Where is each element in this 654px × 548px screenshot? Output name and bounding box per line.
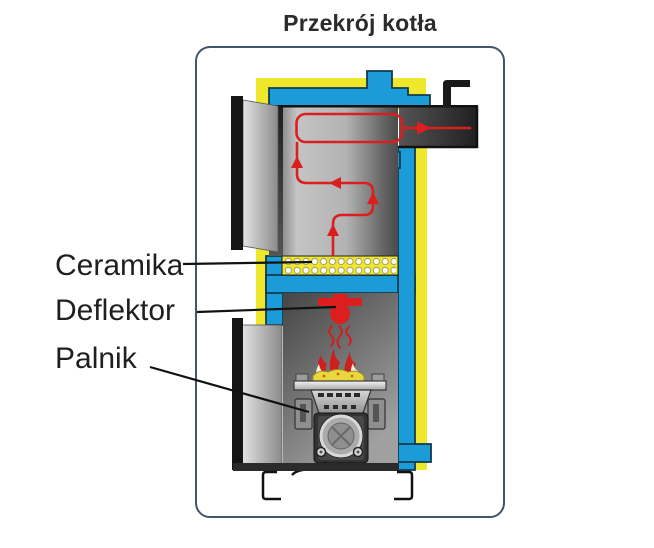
label-deflector: Deflektor [55,294,176,327]
boiler-feet [261,470,414,501]
label-burner: Palnik [55,342,137,375]
bracket-slot-right [373,404,379,422]
upper-door-handle-bar [231,96,243,250]
water-jacket-right [397,146,416,471]
fuel-embers [322,372,354,378]
flue-arrows [291,121,431,236]
lower-door [232,318,283,470]
foot-left [261,470,281,501]
leader-deflector [196,305,337,314]
arrow-up-3 [291,156,303,168]
diagram-title: Przekrój kotła [283,10,437,36]
burner-air-holes [318,393,360,409]
leader-burner [149,365,310,414]
water-jacket-mid-band [265,274,416,294]
fuel-bed [312,369,365,384]
flame [312,325,365,384]
burner [291,373,387,476]
duct-outline [269,104,479,149]
foot-right [394,470,414,501]
deflector [318,294,362,324]
water-jacket-top [268,70,431,108]
arrow-exit-right [417,121,431,135]
bracket-slot-left [300,404,306,422]
label-ceramic: Ceramika [55,249,184,282]
upper-door [231,96,279,253]
burner-bolts [315,446,364,458]
leader-lines [149,260,337,414]
ceramic-layer [281,255,399,276]
lower-door-handle-bar [232,318,243,470]
burner-plate [293,380,387,391]
flue-outlet-duct [399,105,478,148]
leader-ceramic [182,260,313,266]
smoke-wisps [328,325,352,349]
water-jacket-bottom-step [397,443,432,463]
boiler-bottom-edge [233,463,399,471]
fan-cross [331,426,351,446]
arrow-up-1 [327,224,339,236]
arrow-up-2 [367,192,379,204]
chimney-pipe [443,80,470,107]
arrow-left [329,177,341,189]
